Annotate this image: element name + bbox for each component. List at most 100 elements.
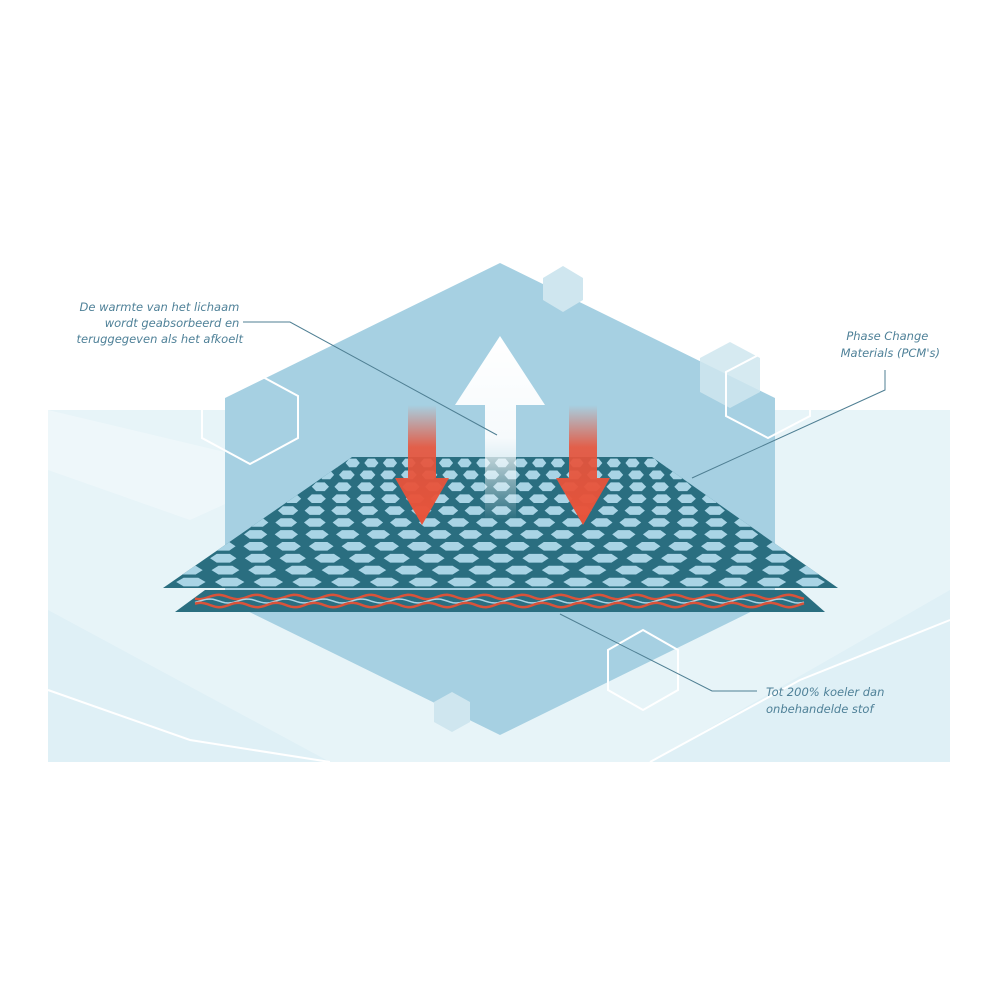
pcm-capsule bbox=[651, 482, 669, 492]
pcm-capsule bbox=[348, 553, 376, 563]
pcm-capsule bbox=[627, 494, 647, 503]
pcm-capsule bbox=[275, 518, 298, 527]
pcm-capsule bbox=[253, 577, 284, 587]
pcm-capsule bbox=[545, 470, 562, 480]
pcm-capsule bbox=[305, 530, 329, 539]
pcm-capsule bbox=[590, 518, 613, 527]
pcm-capsule bbox=[210, 553, 237, 563]
pcm-capsule bbox=[211, 565, 240, 575]
pcm-capsule bbox=[612, 530, 636, 539]
pcm-capsule bbox=[383, 553, 410, 563]
pcm-capsule bbox=[624, 506, 645, 515]
pcm-capsule bbox=[756, 577, 787, 587]
pcm-capsule bbox=[765, 553, 792, 563]
pcm-capsule bbox=[648, 470, 665, 480]
pcm-capsule bbox=[524, 470, 541, 480]
pcm-capsule bbox=[438, 458, 454, 468]
pcm-capsule bbox=[603, 494, 622, 503]
pcm-capsule bbox=[695, 553, 723, 563]
pcm-capsule bbox=[307, 494, 326, 503]
pcm-capsule bbox=[578, 565, 607, 575]
pcm-capsule bbox=[718, 577, 748, 587]
pcm-capsule bbox=[515, 482, 533, 492]
pcm-capsule bbox=[248, 565, 277, 575]
pcm-capsule bbox=[522, 553, 549, 563]
pcm-capsule bbox=[688, 565, 717, 575]
pcm-capsule bbox=[673, 530, 697, 539]
pcm-capsule bbox=[276, 542, 301, 551]
pcm-capsule bbox=[455, 494, 474, 503]
pcm-capsule bbox=[562, 518, 584, 527]
pcm-capsule bbox=[674, 482, 692, 492]
pcm-capsule bbox=[332, 518, 355, 527]
pcm-capsule bbox=[431, 565, 460, 575]
pcm-capsule bbox=[244, 530, 268, 539]
pcm-capsule bbox=[541, 565, 570, 575]
pcm-capsule bbox=[563, 577, 593, 587]
pcm-capsule bbox=[676, 518, 699, 527]
pcm-capsule bbox=[428, 530, 452, 539]
pcm-capsule bbox=[485, 577, 516, 587]
pcm-capsule bbox=[331, 577, 361, 587]
pcm-capsule bbox=[661, 553, 688, 563]
cooler-label: Tot 200% koeler dan onbehandelde stof bbox=[766, 685, 888, 716]
pcm-capsule bbox=[652, 494, 672, 503]
pcm-capsule bbox=[447, 577, 477, 587]
pcm-capsule bbox=[626, 553, 653, 563]
pcm-capsule bbox=[382, 458, 398, 468]
pcm-capsule bbox=[597, 506, 619, 515]
pcm-capsule bbox=[418, 553, 445, 563]
pcm-capsule bbox=[651, 506, 672, 515]
pcm-capsule bbox=[472, 542, 498, 551]
pcm-capsule bbox=[468, 565, 497, 575]
pcm-capsule bbox=[464, 506, 485, 515]
pcm-capsule bbox=[304, 518, 326, 527]
pcm-capsule bbox=[581, 530, 605, 539]
pcm-capsule bbox=[505, 565, 533, 575]
pcm-capsule bbox=[379, 482, 397, 492]
pcm-capsule bbox=[345, 458, 360, 468]
pcm-capsule bbox=[529, 494, 548, 503]
pcm-capsule bbox=[677, 506, 699, 515]
pcm-capsule bbox=[520, 530, 544, 539]
pcm-capsule bbox=[628, 470, 644, 480]
pcm-capsule bbox=[447, 518, 470, 527]
pcm-capsule bbox=[380, 470, 396, 480]
pcm-capsule bbox=[733, 542, 759, 551]
pcm-capsule bbox=[408, 577, 438, 587]
pcm-capsule bbox=[725, 565, 754, 575]
pcm-capsule bbox=[606, 458, 621, 468]
pcm-capsule bbox=[762, 565, 790, 575]
pcm-capsule bbox=[397, 530, 421, 539]
pcm-capsule bbox=[439, 542, 465, 551]
pcm-capsule bbox=[357, 482, 375, 492]
pcm-capsule bbox=[734, 530, 759, 539]
pcm-capsule bbox=[366, 530, 390, 539]
pcm-capsule bbox=[284, 565, 313, 575]
pcm-capsule bbox=[606, 482, 624, 492]
pcm-capsule bbox=[705, 518, 728, 527]
pcm-capsule bbox=[176, 577, 206, 587]
pcm-capsule bbox=[642, 530, 667, 539]
pcm-capsule bbox=[677, 494, 696, 503]
pcm-capsule bbox=[533, 518, 556, 527]
pcm-capsule bbox=[532, 458, 547, 468]
pcm-capsule bbox=[635, 542, 661, 551]
heat-out-arrow-icon bbox=[455, 336, 545, 520]
pcm-capsule bbox=[457, 458, 472, 468]
pcm-capsule bbox=[557, 553, 584, 563]
callout-lines bbox=[243, 321, 886, 692]
pcm-capsule bbox=[619, 518, 642, 527]
pcm-capsule bbox=[243, 542, 269, 551]
pcm-capsule bbox=[292, 577, 322, 587]
pcm-capsule bbox=[214, 577, 245, 587]
pcm-capsule bbox=[458, 530, 483, 539]
pcm-capsule bbox=[374, 542, 399, 551]
pcm-capsule bbox=[648, 518, 670, 527]
pcm-capsule bbox=[550, 458, 565, 468]
pcm-capsule bbox=[517, 506, 539, 515]
pcm-capsule bbox=[357, 506, 379, 515]
pcm-capsule bbox=[453, 553, 480, 563]
heat-in-arrow-icon bbox=[395, 405, 449, 525]
